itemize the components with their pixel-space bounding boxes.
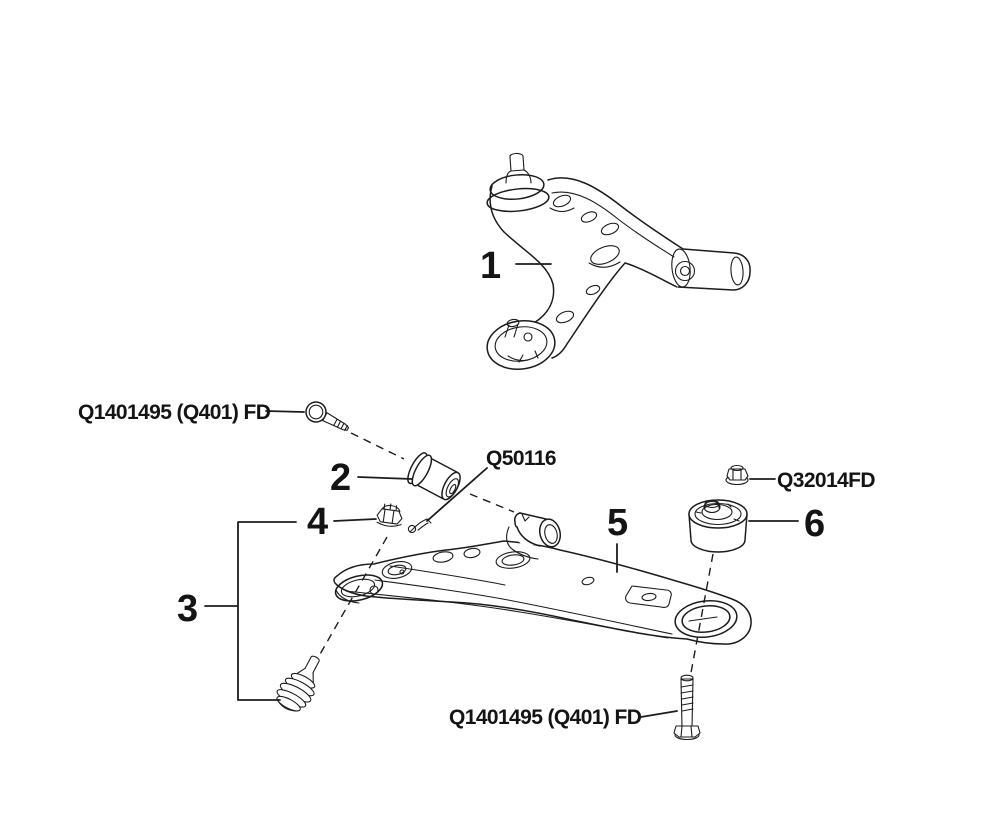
callout-2: 2 (330, 457, 351, 499)
callout-5: 5 (607, 502, 628, 544)
part-number-snap-pin: Q50116 (486, 447, 556, 470)
rear-bushing (688, 499, 748, 553)
front-pivot-bolt (305, 401, 350, 431)
callout-6: 6 (804, 503, 825, 545)
control-arm-assembly-drawing (486, 152, 751, 370)
callout-1: 1 (480, 245, 501, 287)
part-number-labels: Q1401495 (Q401) FD Q50116 Q32014FD Q1401… (78, 401, 876, 729)
flange-nut (725, 464, 749, 486)
lower-control-arm-drawing (333, 512, 752, 645)
castle-nut (376, 503, 403, 527)
callout-4: 4 (307, 501, 328, 543)
rear-pivot-bolt (673, 674, 701, 741)
callout-numbers: 1 2 3 4 5 6 (177, 245, 825, 630)
leader-lines (204, 263, 799, 718)
part-number-upper-bolt: Q1401495 (Q401) FD (78, 401, 271, 424)
assembly-axis-lines (318, 432, 714, 679)
part-number-lower-bolt: Q1401495 (Q401) FD (449, 706, 642, 729)
snap-pin (407, 518, 432, 534)
part-number-flange-nut: Q32014FD (777, 469, 875, 492)
callout-3: 3 (177, 588, 198, 630)
front-bushing (407, 452, 461, 501)
ball-joint (276, 655, 320, 712)
